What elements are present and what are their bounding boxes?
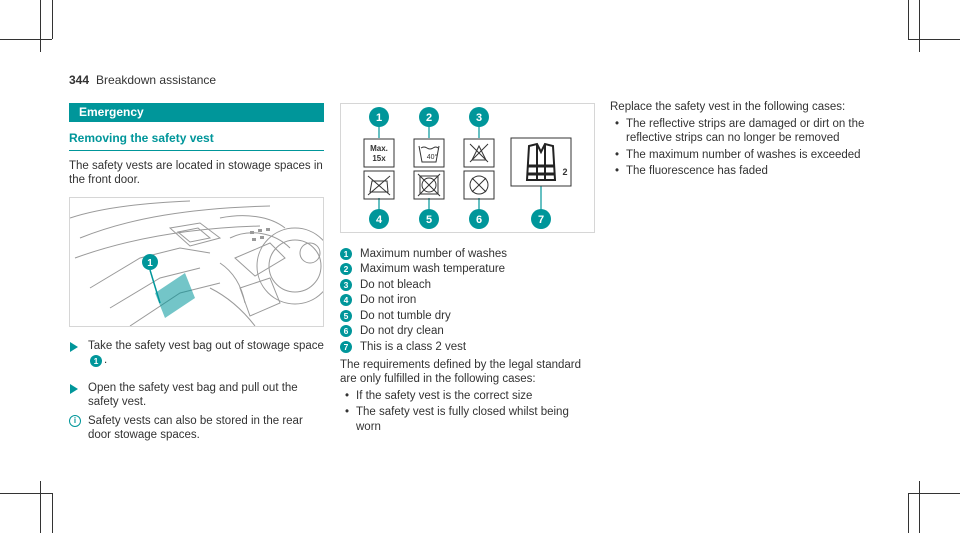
column-left: Emergency Removing the safety vest The s… [69, 103, 334, 443]
page-number: 344 [69, 73, 90, 87]
step-arrow-icon [70, 383, 78, 394]
list-item: If the safety vest is the correct size [344, 389, 595, 404]
crop-mark [40, 0, 41, 52]
no-iron-icon [363, 170, 395, 200]
care-label-illustration: 1 2 3 4 5 6 7 Max. 15x [340, 103, 595, 233]
symbol-callout: 5 [426, 214, 432, 226]
max-count: 15x [372, 154, 386, 163]
crop-mark [52, 0, 53, 39]
column-right: Replace the safety vest in the following… [610, 101, 890, 179]
page-header: 344 Breakdown assistance [69, 73, 216, 87]
crop-mark [52, 493, 53, 533]
symbol-callout: 6 [476, 214, 482, 226]
requirements-list: If the safety vest is the correct size T… [344, 389, 595, 435]
class-2-vest-icon [510, 137, 572, 187]
replace-conditions-list: The reflective strips are damaged or dir… [614, 117, 890, 179]
section-banner: Emergency [69, 103, 324, 122]
crop-mark [908, 493, 909, 533]
list-item: The reflective strips are damaged or dir… [614, 117, 890, 146]
column-middle: 1 2 3 4 5 6 7 Max. 15x [340, 103, 595, 434]
crop-mark [40, 481, 41, 533]
stowage-space-highlight [155, 272, 195, 318]
symbol-callout: 2 [426, 112, 432, 124]
crop-mark [0, 39, 52, 40]
wash-temperature-icon [413, 138, 445, 168]
callout-badge: 1 [90, 355, 102, 368]
symbol-callout: 1 [376, 112, 382, 124]
list-item: The maximum number of washes is exceeded [614, 148, 890, 163]
door-stowage-illustration: 1 [69, 196, 334, 327]
care-symbols-drawing: 1 2 3 4 5 6 7 Max. 15x [363, 107, 572, 229]
crop-mark [919, 481, 920, 533]
step-arrow-icon [70, 341, 78, 352]
crop-mark [908, 0, 909, 39]
info-icon: i [69, 414, 81, 427]
intro-paragraph: The safety vests are located in stowage … [69, 159, 323, 187]
figure-callout: 1 [147, 258, 153, 269]
max-washes-icon [363, 138, 395, 168]
page-title: Breakdown assistance [96, 73, 217, 87]
list-item: The safety vest is fully closed whilst b… [344, 405, 595, 434]
vest-class-label: 2 [562, 167, 567, 177]
crop-mark [908, 39, 960, 40]
replace-intro: Replace the safety vest in the following… [610, 101, 846, 113]
step-open-bag: Open the safety vest bag and pull out th… [69, 381, 324, 410]
wash-temperature: 40° [427, 153, 438, 161]
max-label: Max. [370, 144, 388, 153]
no-bleach-icon [463, 138, 495, 168]
symbol-callout: 3 [476, 112, 482, 124]
crop-mark [919, 0, 920, 52]
info-note: i Safety vests can also be stored in the… [69, 414, 324, 443]
symbol-callout: 7 [538, 214, 544, 226]
list-item: The fluorescence has faded [614, 164, 890, 179]
section-subheading: Removing the safety vest [69, 131, 324, 151]
requirements-paragraph: The requirements defined by the legal st… [340, 358, 582, 386]
no-tumble-dry-icon [413, 170, 445, 200]
step-take-bag: Take the safety vest bag out of stowage … [69, 335, 324, 384]
symbol-callout: 4 [376, 214, 383, 226]
crop-mark [908, 493, 960, 494]
crop-mark [0, 493, 52, 494]
door-interior-drawing: 1 [69, 200, 334, 326]
no-dry-clean-icon [463, 170, 495, 200]
